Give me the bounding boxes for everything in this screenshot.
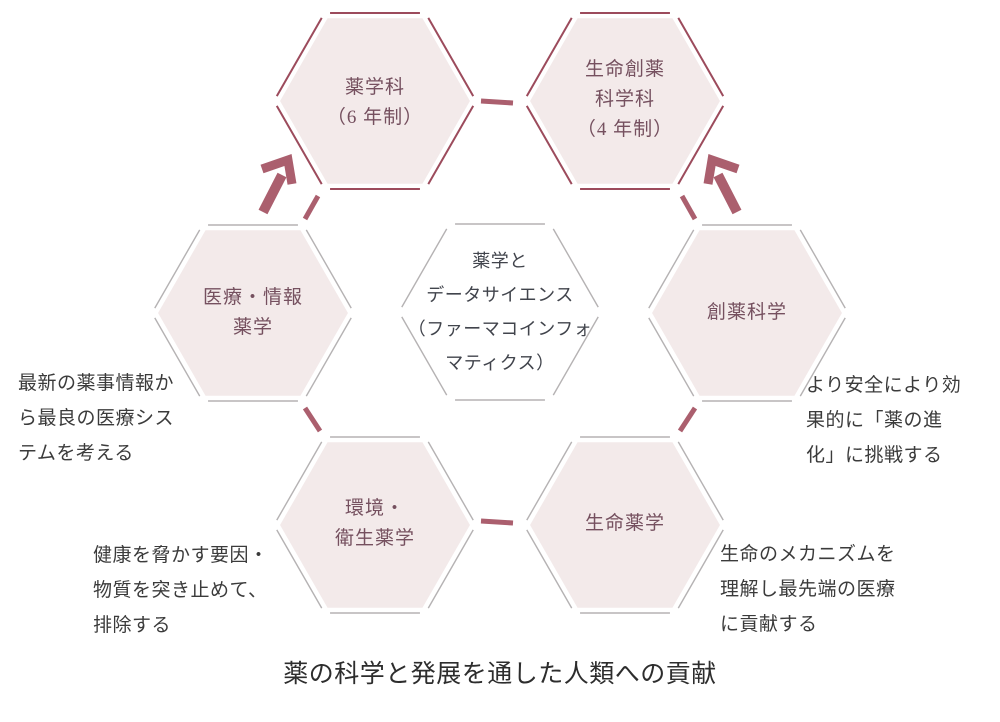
hexagon-life-pharmacy-edge <box>526 529 573 609</box>
hexagon-environment-hygiene-pharmacy-fill <box>280 442 470 608</box>
connector-upper-left <box>302 194 321 221</box>
hexagon-pharmacoinformatics-center-edge <box>401 316 448 396</box>
hexagon-life-pharmacy-edge <box>677 441 724 521</box>
hexagon-drug-discovery-science-edge <box>648 229 695 309</box>
annotation-medical-info: 最新の薬事情報か ら最良の医療シス テムを考える <box>18 373 175 464</box>
arrow-right-up-shaft-icon <box>713 172 742 215</box>
hexagon-label-pharmacoinformatics-center: 薬学と データサイエンス （ファーマコインフォ マティクス） <box>407 251 593 373</box>
hexagon-drug-discovery-science-edge <box>799 317 846 397</box>
hexagon-pharmacy-dept-edge <box>427 17 475 97</box>
hexagon-environment-hygiene-pharmacy-edge <box>427 441 474 521</box>
hexagon-label-life-drug-discovery-dept: 生命創薬 科学科 （4 年制） <box>576 59 674 140</box>
hexagon-life-pharmacy-edge <box>677 529 724 609</box>
hexagon-life-drug-discovery-dept-edge <box>677 105 725 185</box>
arrow-left-up-shaft-icon <box>258 172 287 215</box>
hexagon-pharmacoinformatics-center-edge <box>552 228 599 308</box>
hexagon-drug-discovery-science-edge <box>648 317 695 397</box>
hexagon-life-drug-discovery-dept-edge <box>677 17 725 97</box>
hexagon-life-pharmacy-edge <box>526 441 573 521</box>
hexagon-life-drug-discovery-dept-edge <box>525 17 573 97</box>
hexagon-life-drug-discovery-dept-fill <box>530 18 720 184</box>
hexagon-medical-info-pharmacy-edge <box>154 229 201 309</box>
annotation-environment: 健康を脅かす要因・ 物質を突き止めて、 排除する <box>93 545 269 636</box>
hexagon-pharmacy-dept-fill <box>280 18 470 184</box>
hexagon-pharmacoinformatics-center-fill <box>405 229 595 395</box>
connector-bottom <box>480 518 514 526</box>
hexagon-pharmacy-dept-edge <box>427 105 475 185</box>
hexagon-medical-info-pharmacy-edge <box>305 229 352 309</box>
hexagon-label-drug-discovery-science: 創薬科学 <box>706 302 788 323</box>
hexagon-pharmacoinformatics-center-edge <box>552 316 599 396</box>
connector-upper-right <box>679 194 698 221</box>
hexagon-label-medical-info-pharmacy: 医療・情報 薬学 <box>202 287 304 338</box>
hexagon-life-pharmacy-fill <box>530 442 720 608</box>
connector-lower-left <box>302 406 323 433</box>
annotation-drug-discovery: より安全により効 果的に「薬の進 化」に挑戦する <box>806 375 962 466</box>
hexagon-drug-discovery-science-edge <box>799 229 846 309</box>
arrow-right-up-head-icon <box>703 154 740 185</box>
hexagon-environment-hygiene-pharmacy-edge <box>276 441 323 521</box>
hexagon-medical-info-pharmacy-fill <box>158 230 348 396</box>
diagram-title: 薬の科学と発展を通した人類への貢献 <box>283 660 717 688</box>
hexagon-pharmacoinformatics-center-edge <box>401 228 448 308</box>
hexagon-medical-info-pharmacy-edge <box>305 317 352 397</box>
hexagon-medical-info-pharmacy-edge <box>154 317 201 397</box>
hexagon-life-drug-discovery-dept-edge <box>525 105 573 185</box>
hexagon-label-life-pharmacy: 生命薬学 <box>584 513 666 534</box>
hexagon-environment-hygiene-pharmacy-edge <box>427 529 474 609</box>
connector-lower-right <box>677 406 698 433</box>
hexagon-pharmacy-dept-edge <box>275 17 323 97</box>
hexagon-environment-hygiene-pharmacy-edge <box>276 529 323 609</box>
arrow-left-up-head-icon <box>260 154 297 185</box>
hexagon-drug-discovery-science-fill <box>652 230 842 396</box>
annotation-life-pharmacy: 生命のメカニズムを 理解し最先端の医療 に貢献する <box>720 544 896 635</box>
hexagon-label-pharmacy-dept: 薬学科 （6 年制） <box>326 77 424 128</box>
hexagon-pharmacy-dept-edge <box>275 105 323 185</box>
hexagon-label-environment-hygiene-pharmacy: 環境・ 衛生薬学 <box>334 498 416 549</box>
connector-top <box>480 98 514 106</box>
